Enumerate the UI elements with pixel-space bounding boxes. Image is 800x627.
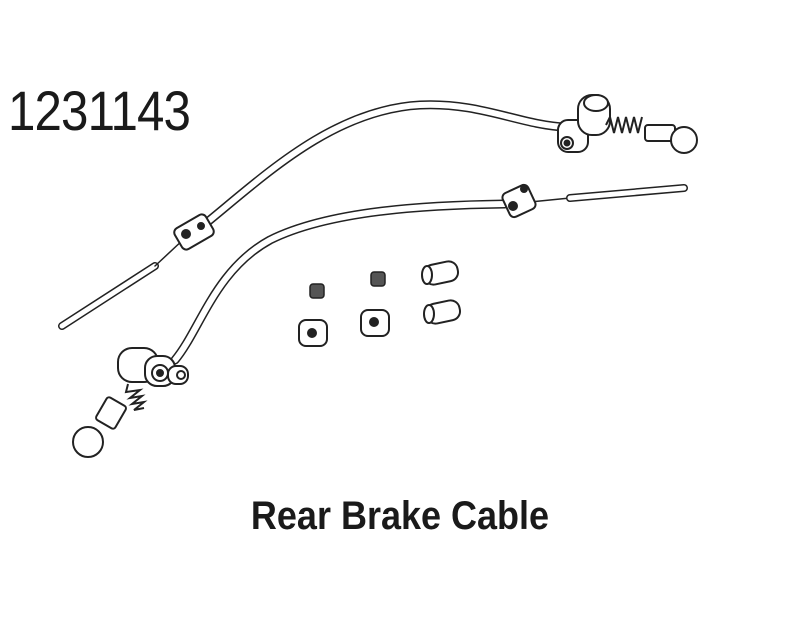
set-screw — [309, 271, 386, 299]
cable-1-housing — [195, 100, 570, 233]
cable-stopper — [173, 213, 215, 251]
cable-2-end-fitting — [72, 347, 189, 458]
cable-1-inner-rod — [58, 237, 186, 330]
ferrule — [421, 260, 462, 325]
cable-2-housing — [170, 199, 510, 365]
cable-2-inner-rod — [529, 184, 688, 203]
cable-stopper-loose — [298, 309, 390, 347]
cable-stopper — [501, 183, 537, 219]
cable-1-end-fitting — [557, 94, 698, 154]
part-caption: Rear Brake Cable — [250, 494, 550, 538]
part-number: 1231143 — [8, 79, 191, 142]
